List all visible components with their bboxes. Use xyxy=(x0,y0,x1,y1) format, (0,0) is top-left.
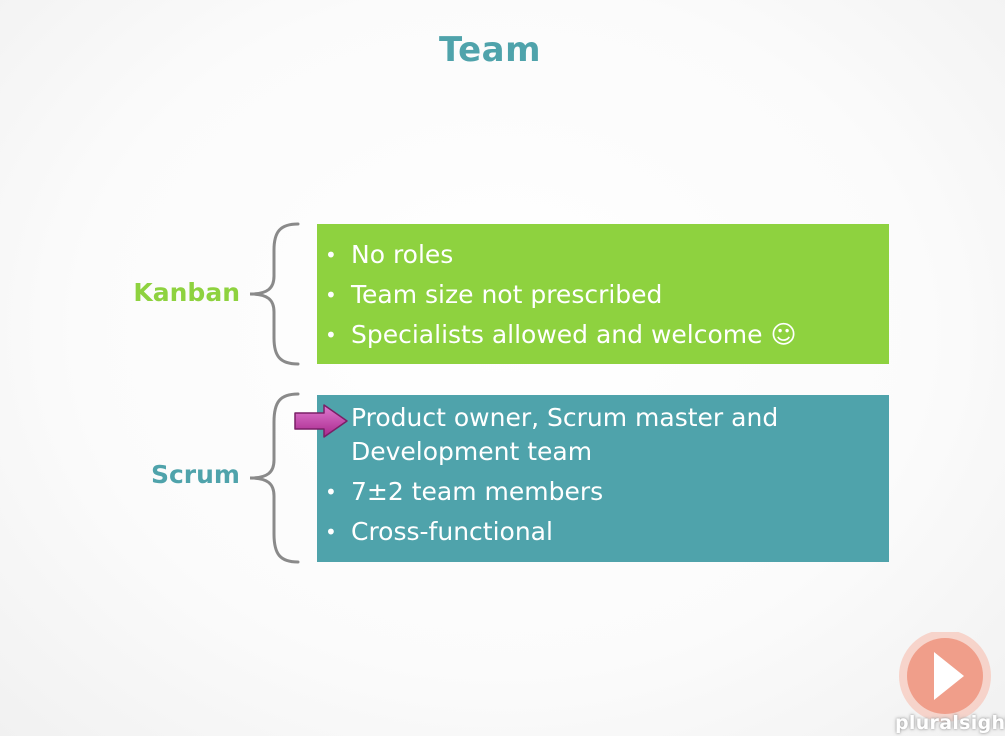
bullet-icon: • xyxy=(325,283,337,307)
bullet-icon: • xyxy=(325,520,337,544)
kanban-list: •No roles •Team size not prescribed •Spe… xyxy=(317,238,889,352)
bullet-icon: • xyxy=(325,243,337,267)
bullet-icon: • xyxy=(325,323,337,347)
logo-text: pluralsight xyxy=(895,712,1005,734)
kanban-box: •No roles •Team size not prescribed •Spe… xyxy=(317,224,889,364)
scrum-list: •Product owner, Scrum master and Develop… xyxy=(317,401,889,549)
list-item: •Team size not prescribed xyxy=(317,278,889,312)
scrum-brace xyxy=(249,392,300,564)
list-item: •No roles xyxy=(317,238,889,272)
list-item: •Cross-functional xyxy=(317,515,889,549)
bullet-icon: • xyxy=(325,480,337,504)
highlight-arrow-icon xyxy=(294,404,348,438)
kanban-label: Kanban xyxy=(133,278,240,307)
list-item: •Specialists allowed and welcome ☺ xyxy=(317,318,889,352)
kanban-brace xyxy=(249,222,300,366)
play-icon xyxy=(899,632,991,722)
scrum-label: Scrum xyxy=(150,460,240,489)
slide-title: Team xyxy=(438,30,542,70)
list-item-highlighted: •Product owner, Scrum master and Develop… xyxy=(351,403,779,466)
scrum-box: •Product owner, Scrum master and Develop… xyxy=(317,395,889,562)
list-item: •7±2 team members xyxy=(317,475,889,509)
